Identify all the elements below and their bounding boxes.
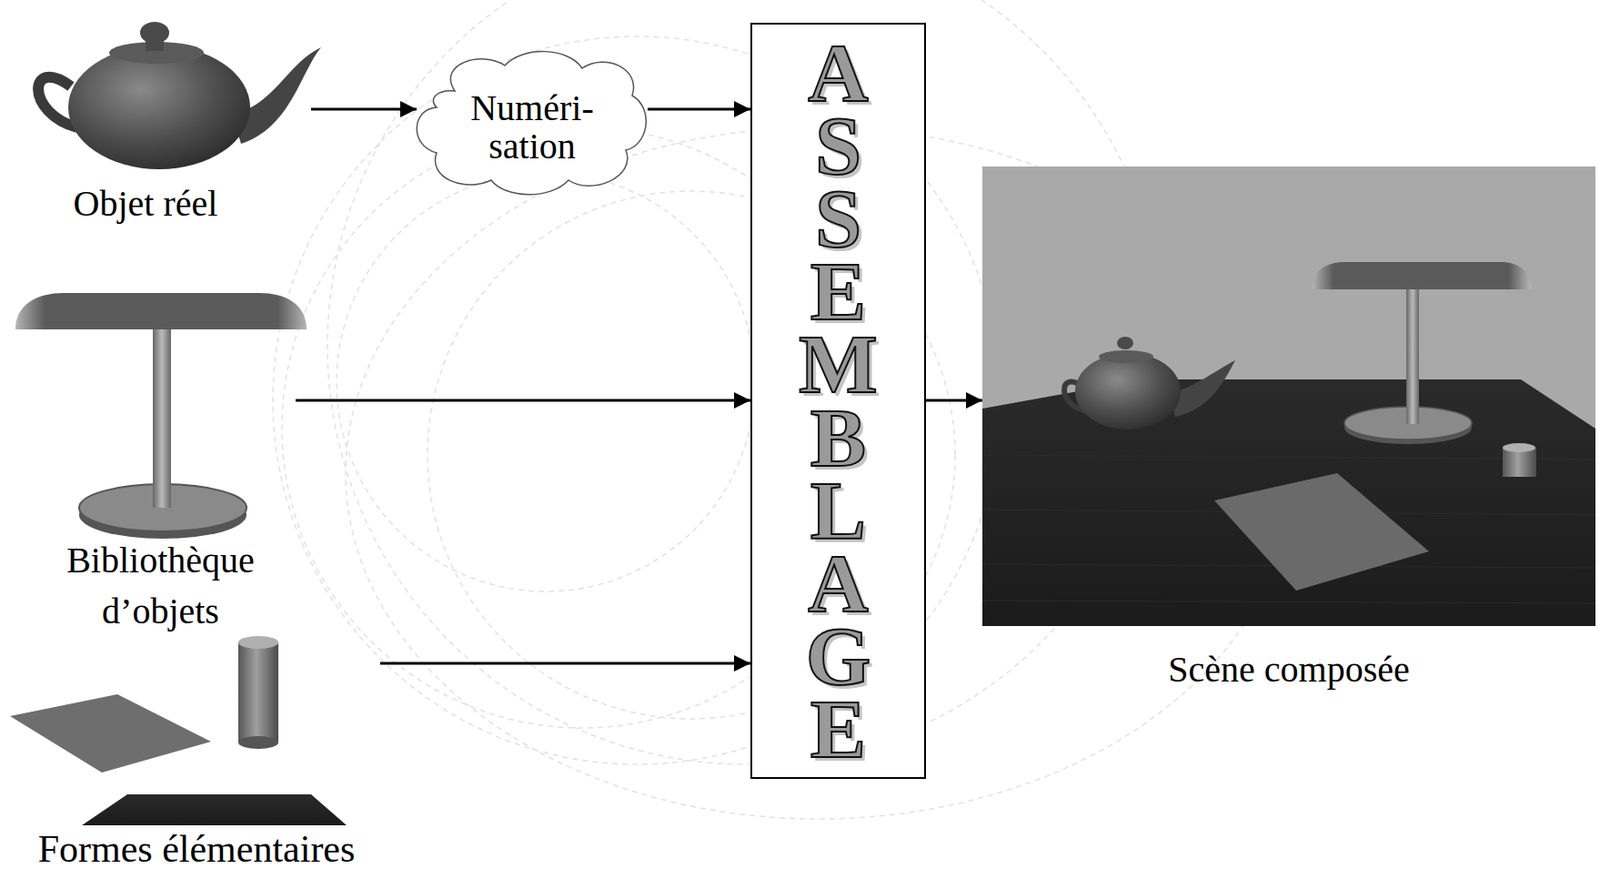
process-box: ASSEMBLAGE (750, 22, 926, 779)
vertical-title: ASSEMBLAGE (796, 36, 881, 765)
object-block: Objet réel (18, 10, 312, 225)
arrow-connector (925, 399, 983, 403)
teapot-illustration (38, 21, 322, 170)
arrow-connector (311, 108, 417, 111)
node-label: Numéri- sation (454, 89, 610, 166)
cloud-process: Numéri- sation (416, 60, 648, 194)
node-label: Bibliothèque d’objets (18, 534, 303, 637)
arrow-connector (380, 662, 751, 665)
lamp-illustration (15, 292, 307, 539)
cloud-shape (416, 51, 646, 195)
node-label: Formes élémentaires (10, 827, 383, 870)
node-label: Objet réel (0, 182, 292, 225)
scene-block: Scène composée (982, 166, 1596, 691)
elementary-shapes-illustration (10, 635, 347, 826)
arrow-connector (295, 399, 751, 403)
object-block: Bibliothèque d’objets (10, 289, 296, 637)
arrow-connector (647, 108, 751, 111)
object-block: Formes élémentaires (7, 627, 381, 870)
composed-scene-illustration (982, 166, 1596, 626)
node-label: Scène composée (982, 648, 1596, 691)
watermark-circles (272, 0, 1292, 819)
